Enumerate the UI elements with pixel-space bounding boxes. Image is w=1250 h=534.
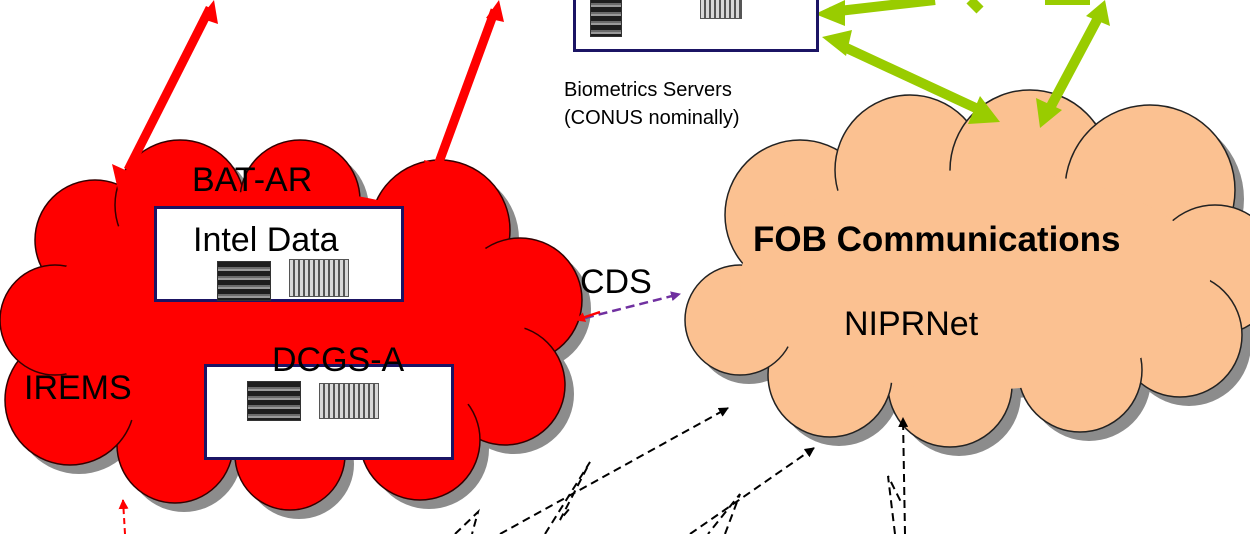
server-tower-icon — [289, 259, 349, 297]
fob-network-cloud — [684, 89, 1250, 456]
server-tower-icon — [319, 383, 379, 419]
server-tower-icon — [700, 0, 742, 19]
biometrics-servers-line1: Biometrics Servers — [564, 79, 732, 101]
biometrics-servers-line2: (CONUS nominally) — [564, 107, 740, 129]
dcgs-a-box — [204, 364, 454, 460]
green-link-bidirectional-1 — [837, 40, 983, 115]
green-link-bidirectional-3 — [1045, 0, 1103, 111]
dcgs-a-label: DCGS-A — [272, 341, 405, 379]
irems-label: IREMS — [24, 369, 132, 407]
cds-link-return — [575, 310, 601, 322]
cds-link — [584, 291, 681, 320]
cds-label: CDS — [580, 263, 652, 301]
red-link-left — [112, 0, 218, 190]
niprnet-label: NIPRNet — [844, 305, 979, 343]
server-rack-icon — [217, 261, 271, 301]
green-arrowhead-3 — [815, 0, 845, 26]
fob-communications-label: FOB Communications — [753, 220, 1121, 259]
server-rack-icon — [590, 0, 622, 37]
green-arrowhead-4 — [1036, 98, 1062, 128]
green-link-bidirectional-2 — [829, 0, 984, 17]
server-rack-icon — [247, 381, 301, 421]
green-arrowhead-5 — [1086, 0, 1110, 26]
irems-dashed-link — [118, 499, 129, 534]
biometrics-server-box — [573, 0, 819, 52]
dashed-links — [454, 407, 909, 534]
green-arrowhead-1 — [822, 30, 852, 56]
bat-ar-label: BAT-AR — [192, 161, 313, 199]
green-arrowhead-2 — [968, 96, 1000, 124]
intel-data-label: Intel Data — [193, 221, 339, 259]
red-link-right — [424, 0, 504, 185]
biometrics-servers-label: Biometrics Servers (CONUS nominally) — [564, 76, 740, 132]
intel-data-box — [154, 206, 404, 302]
